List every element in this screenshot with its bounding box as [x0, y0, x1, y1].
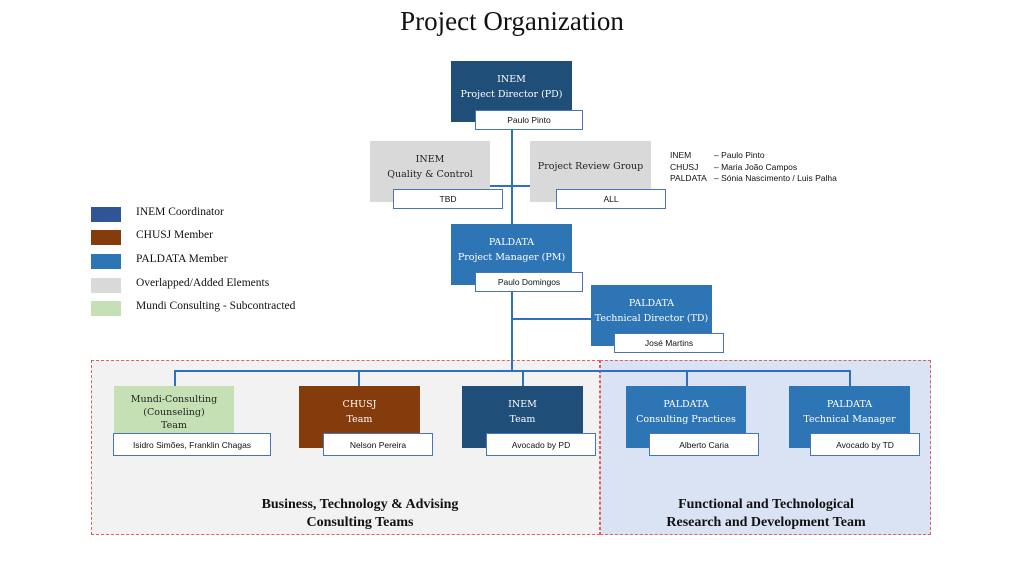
node-role: Project Director (PD) [460, 88, 563, 100]
technical-director-name: José Martins [614, 333, 724, 353]
legend-label: CHUSJ Member [136, 229, 213, 241]
node-org: PALDATA [826, 399, 873, 410]
node-org: CHUSJ [342, 399, 377, 410]
chusj-team-name: Nelson Pereira [323, 433, 433, 456]
connector-drop-inem [522, 370, 524, 386]
node-org: PALDATA [628, 297, 675, 309]
legend-swatch [91, 230, 121, 245]
technical-manager-name: Avocado by TD [810, 433, 920, 456]
connector-staff-branch [490, 185, 530, 187]
node-role: Technical Director (TD) [594, 312, 709, 324]
review-member: CHUSJ – Maria João Campos [670, 162, 870, 174]
node-org: INEM [508, 399, 537, 410]
node-role: Team [161, 419, 187, 431]
inem-team-name: Avocado by PD [486, 433, 596, 456]
page-title: Project Organization [400, 6, 624, 36]
mundi-team-name: Isidro Simões, Franklin Chagas [113, 433, 271, 456]
node-org: PALDATA [663, 399, 709, 410]
region-label-line: Research and Development Team [666, 515, 866, 530]
region-label-line: Consulting Teams [306, 515, 414, 530]
legend-label: PALDATA Member [136, 253, 228, 265]
project-manager-name: Paulo Domingos [475, 272, 583, 292]
review-members-list: INEM – Paulo Pinto CHUSJ – Maria João Camp… [670, 150, 870, 185]
review-member: PALDATA – Sónia Nascimento / Luis Palha [670, 173, 870, 185]
review-group-name: ALL [556, 189, 666, 209]
review-member: INEM – Paulo Pinto [670, 150, 870, 162]
node-role: Team [346, 414, 373, 425]
node-org: PALDATA [488, 236, 535, 248]
review-member-name: – Sónia Nascimento / Luis Palha [714, 173, 837, 183]
consulting-practices-name: Alberto Caria [649, 433, 759, 456]
legend-swatch [91, 207, 121, 222]
review-member-org: CHUSJ [670, 161, 699, 172]
business-consulting-label: Business, Technology & Advising Consulti… [200, 496, 520, 532]
node-role: (Counseling) [143, 406, 205, 418]
node-role: Consulting Practices [636, 414, 736, 425]
region-label-line: Business, Technology & Advising [261, 497, 459, 512]
node-org: INEM [415, 153, 445, 165]
research-development-label: Functional and Technological Research an… [620, 496, 912, 532]
connector-td-branch [511, 318, 591, 320]
connector-pm-to-teams [511, 285, 513, 371]
review-member-org: INEM [670, 150, 692, 160]
connector-drop-consulting [686, 370, 688, 386]
review-member-name: – Paulo Pinto [714, 150, 765, 160]
connector-drop-chusj [358, 370, 360, 386]
legend-label: Overlapped/Added Elements [136, 277, 270, 289]
project-director-name: Paulo Pinto [475, 110, 583, 130]
legend-label: INEM Coordinator [136, 206, 224, 218]
review-member-org: PALDATA [670, 173, 707, 183]
quality-control-name: TBD [393, 189, 503, 209]
legend-swatch [91, 301, 121, 316]
node-role: Technical Manager [803, 414, 896, 425]
connector-teams-bus [174, 370, 850, 372]
review-member-name: – Maria João Campos [714, 161, 798, 172]
connector-drop-mundi [174, 370, 176, 386]
legend-swatch [91, 278, 121, 293]
legend-label: Mundi Consulting - Subcontracted [136, 300, 296, 312]
node-role: Team [509, 414, 536, 425]
node-org: Mundi-Consulting [130, 393, 218, 405]
node-role: Project Manager (PM) [457, 251, 566, 263]
node-role: Project Review Group [537, 161, 644, 172]
connector-drop-techmanager [849, 370, 851, 386]
node-org: INEM [497, 73, 526, 85]
node-role: Quality & Control [387, 168, 473, 180]
connector-pd-to-pm [511, 122, 513, 224]
legend-swatch [91, 254, 121, 269]
region-label-line: Functional and Technological [678, 497, 854, 512]
